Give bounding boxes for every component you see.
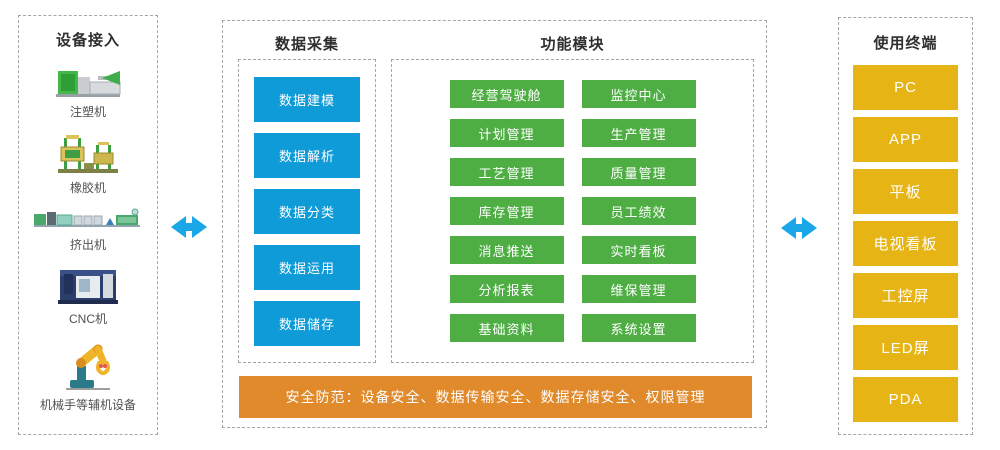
data-collection-item: 数据运用 xyxy=(254,244,360,290)
device-item: 挤出机 xyxy=(32,208,144,253)
data-collection-item: 数据分类 xyxy=(254,188,360,234)
function-module-item: 库存管理 xyxy=(449,197,564,225)
data-collection-title: 数据采集 xyxy=(274,36,339,53)
terminals-panel: 使用终端 PC APP 平板电视看板工控屏 LED屏 PDA xyxy=(838,17,973,435)
device-item: CNC机 xyxy=(56,266,120,327)
extruder-machine-icon xyxy=(32,208,144,232)
function-module-item: 消息推送 xyxy=(449,236,564,264)
terminal-item: 工控屏 xyxy=(853,273,958,318)
rubber-machine-icon xyxy=(56,133,120,175)
function-module-item: 经营驾驶舱 xyxy=(449,80,564,108)
device-label: 橡胶机 xyxy=(69,180,106,195)
terminal-item: PDA xyxy=(853,377,958,422)
bidirectional-arrow-icon xyxy=(171,216,207,238)
device-item: 橡胶机 xyxy=(56,133,120,196)
function-modules-title: 功能模块 xyxy=(540,36,605,53)
function-modules-box: 经营驾驶舱监控中心计划管理生产管理工艺管理质量管理库存管理员工绩效消息推送实时看… xyxy=(391,59,754,363)
device-label: 注塑机 xyxy=(69,104,106,119)
function-module-item: 质量管理 xyxy=(581,158,696,186)
terminal-item: 平板 xyxy=(853,169,958,214)
function-module-item: 工艺管理 xyxy=(449,158,564,186)
security-bar: 安全防范：设备安全、数据传输安全、数据存储安全、权限管理 xyxy=(239,376,752,418)
function-module-item: 分析报表 xyxy=(449,275,564,303)
terminal-list: PC APP 平板电视看板工控屏 LED屏 PDA xyxy=(853,65,958,422)
device-access-panel: 设备接入 注塑机橡胶机挤出机 CNC机机械手等辅机设备 xyxy=(18,15,158,435)
injection-molding-machine-icon xyxy=(52,67,124,99)
robot-arm-icon xyxy=(62,340,114,392)
function-module-item: 系统设置 xyxy=(581,314,696,342)
function-module-item: 实时看板 xyxy=(581,236,696,264)
data-collection-item: 数据解析 xyxy=(254,132,360,178)
terminal-item: PC xyxy=(853,65,958,110)
terminal-item: APP xyxy=(853,117,958,162)
function-module-item: 生产管理 xyxy=(581,119,696,147)
device-label: 机械手等辅机设备 xyxy=(39,398,136,413)
function-module-item: 维保管理 xyxy=(581,275,696,303)
device-label: 挤出机 xyxy=(69,238,106,253)
device-item: 机械手等辅机设备 xyxy=(40,340,136,413)
device-label: CNC机 xyxy=(69,312,107,327)
data-collection-item: 数据储存 xyxy=(254,300,360,346)
function-module-item: 计划管理 xyxy=(449,119,564,147)
terminal-item: LED屏 xyxy=(853,325,958,370)
terminals-title: 使用终端 xyxy=(873,35,938,52)
device-item: 注塑机 xyxy=(52,67,124,120)
function-module-item: 员工绩效 xyxy=(581,197,696,225)
function-module-item: 基础资料 xyxy=(449,314,564,342)
terminal-item: 电视看板 xyxy=(853,221,958,266)
cnc-machine-icon xyxy=(56,266,120,306)
data-collection-box: 数据建模数据解析数据分类数据运用数据储存 xyxy=(238,59,376,363)
bidirectional-arrow-icon xyxy=(781,217,817,239)
function-module-item: 监控中心 xyxy=(581,80,696,108)
device-access-title: 设备接入 xyxy=(55,32,120,49)
platform-panel: 数据采集 功能模块 数据建模数据解析数据分类数据运用数据储存 经营驾驶舱监控中心… xyxy=(222,20,767,428)
data-collection-item: 数据建模 xyxy=(254,76,360,122)
device-list: 注塑机橡胶机挤出机 CNC机机械手等辅机设备 xyxy=(19,50,157,434)
